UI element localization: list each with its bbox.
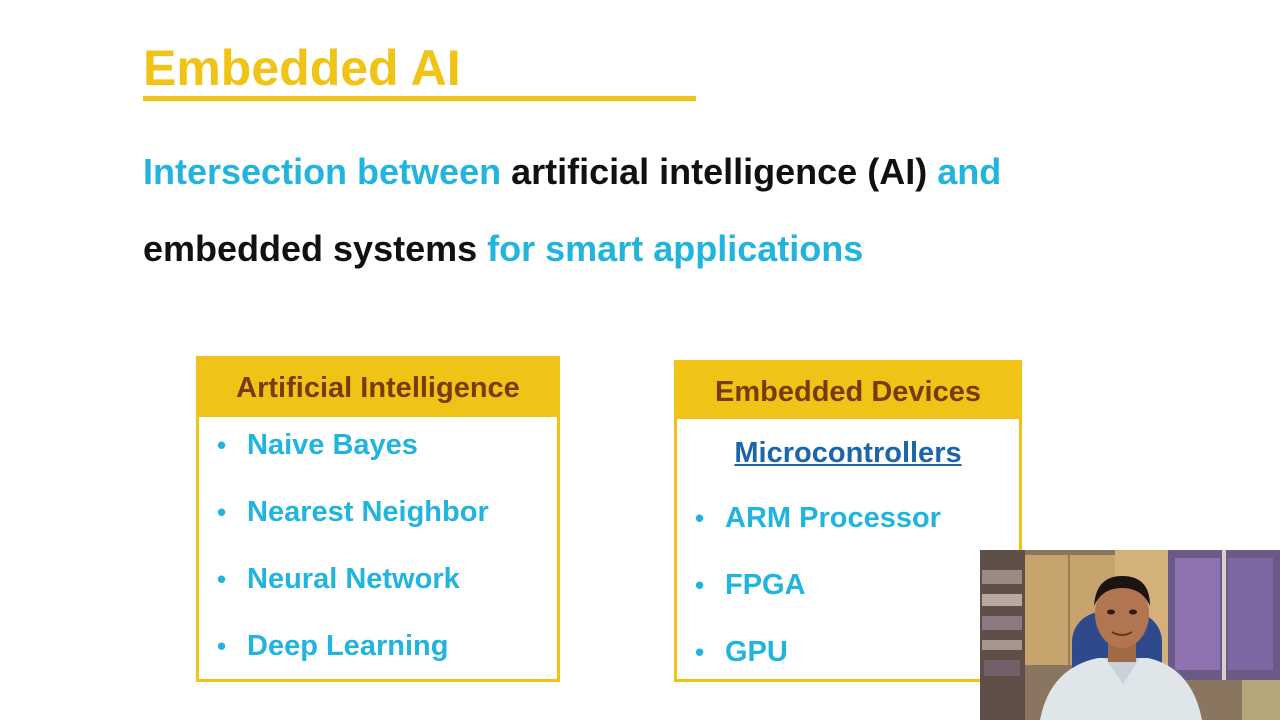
device-item-label: FPGA <box>725 569 806 601</box>
ai-list-item: • Deep Learning <box>199 626 557 693</box>
devices-list-item: • GPU <box>677 632 1019 699</box>
bullet-icon: • <box>695 570 705 600</box>
presenter-webcam-overlay <box>980 550 1280 720</box>
devices-list-item: • FPGA <box>677 565 1019 632</box>
device-item-label: GPU <box>725 636 788 668</box>
ai-item-label: Naive Bayes <box>247 429 418 461</box>
intro-line-1-part-2: artificial intelligence (AI) <box>511 151 938 192</box>
microcontrollers-link[interactable]: Microcontrollers <box>734 437 962 469</box>
bullet-icon: • <box>217 497 227 527</box>
embedded-devices-card: Embedded Devices Microcontrollers • ARM P… <box>674 360 1022 682</box>
intro-line-2-part-2: for smart applications <box>487 228 864 269</box>
bullet-icon: • <box>695 637 705 667</box>
intro-line-2: embedded systems for smart applications <box>143 227 863 271</box>
ai-list: • Naive Bayes • Nearest Neighbor • Neural N… <box>199 425 557 693</box>
slide-title: Embedded AI <box>143 40 461 96</box>
bullet-icon: • <box>695 503 705 533</box>
bullet-icon: • <box>217 564 227 594</box>
device-item-label: ARM Processor <box>725 502 941 534</box>
bullet-icon: • <box>217 631 227 661</box>
presenter-video-frame <box>980 550 1280 720</box>
devices-list-item: • ARM Processor <box>677 498 1019 565</box>
ai-item-label: Nearest Neighbor <box>247 496 489 528</box>
embedded-devices-card-header: Embedded Devices <box>677 363 1019 419</box>
bullet-icon: • <box>217 430 227 460</box>
ai-list-item: • Neural Network <box>199 559 557 626</box>
ai-list-item: • Naive Bayes <box>199 425 557 492</box>
ai-list-item: • Nearest Neighbor <box>199 492 557 559</box>
ai-item-label: Neural Network <box>247 563 460 595</box>
title-underline <box>143 96 696 101</box>
ai-card: Artificial Intelligence • Naive Bayes • Ne… <box>196 356 560 682</box>
intro-line-2-part-1: embedded systems <box>143 228 488 269</box>
intro-line-1-part-3: and <box>937 151 1002 192</box>
intro-line-1: Intersection between artificial intellig… <box>143 150 1001 194</box>
devices-list: • ARM Processor • FPGA • GPU <box>677 498 1019 699</box>
intro-line-1-part-1: Intersection between <box>143 151 512 192</box>
ai-item-label: Deep Learning <box>247 630 449 662</box>
ai-card-header: Artificial Intelligence <box>199 359 557 417</box>
